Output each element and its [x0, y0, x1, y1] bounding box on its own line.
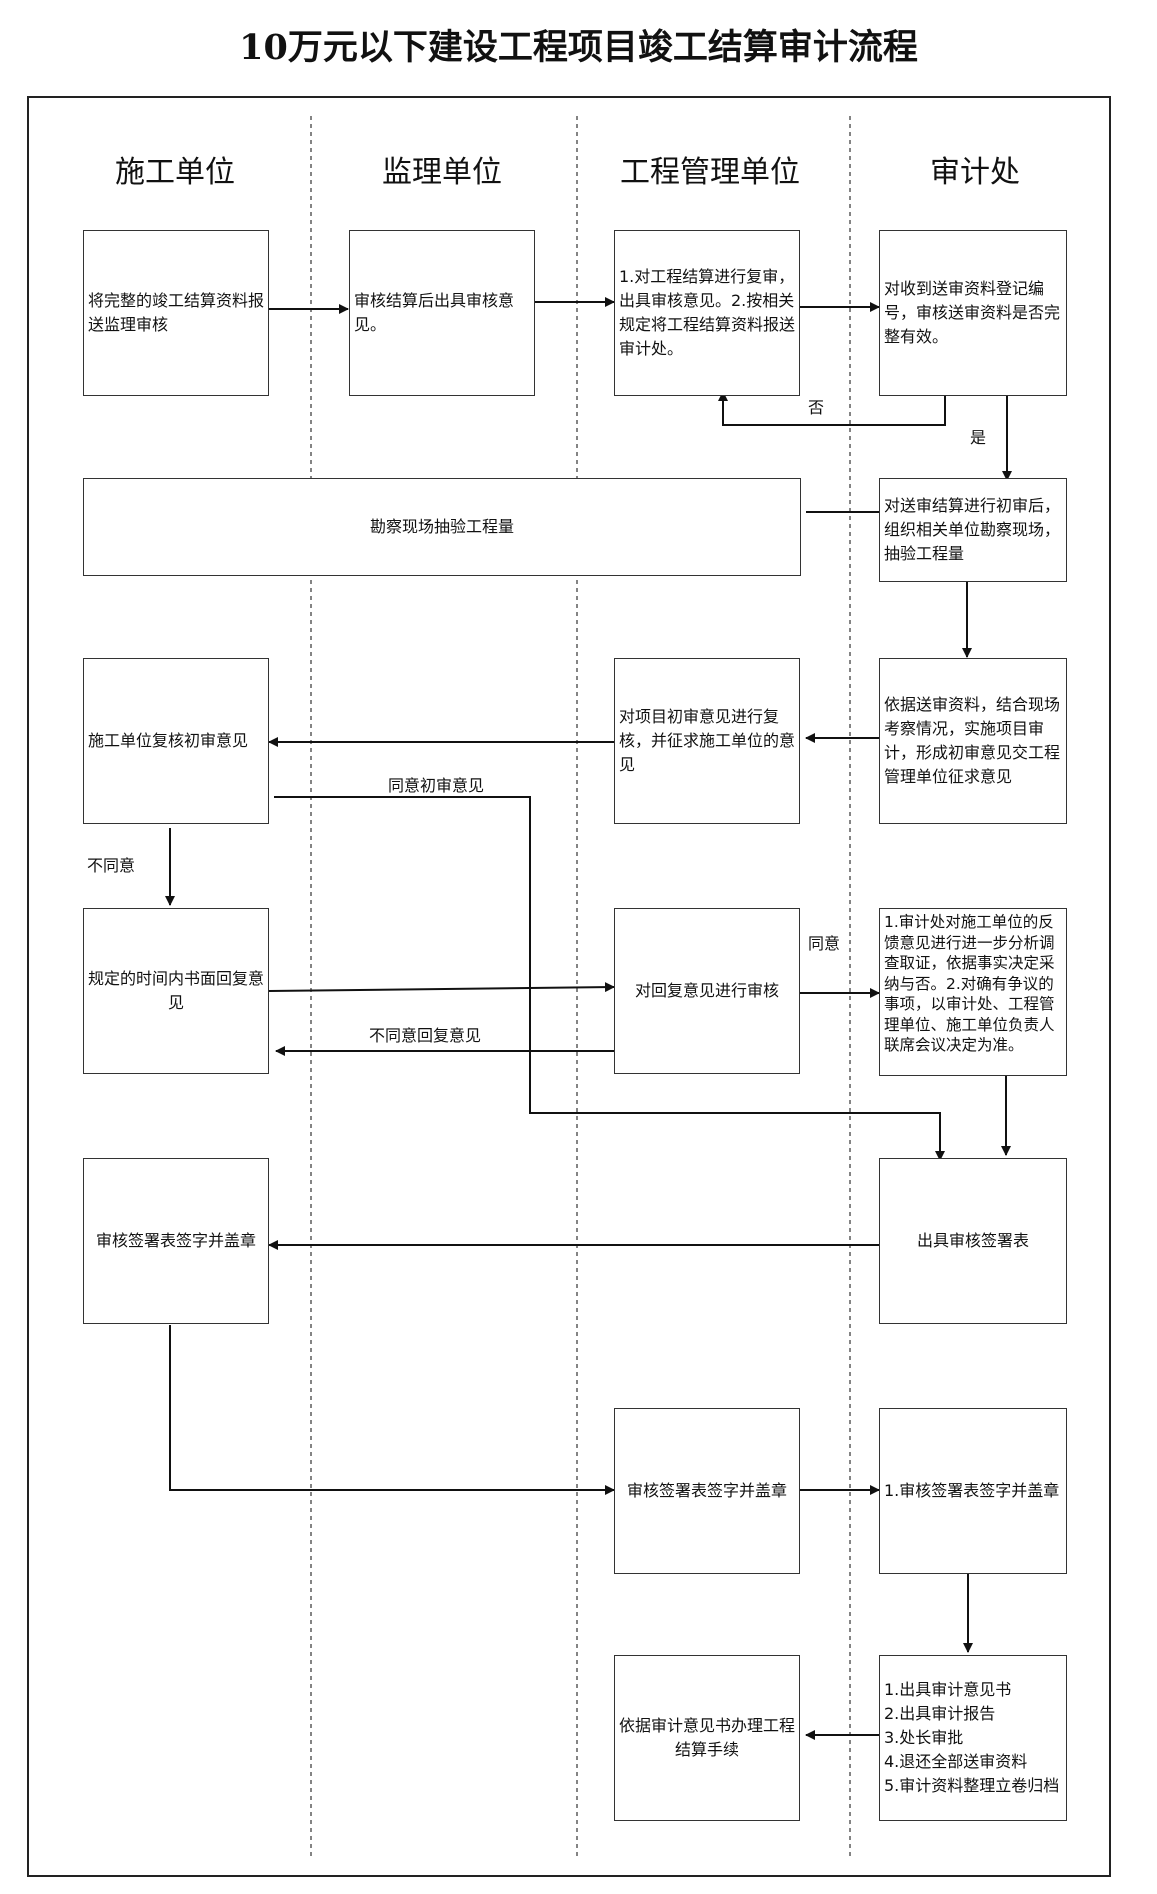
step-management-check-opinion: 对项目初审意见进行复核，并征求施工单位的意见	[614, 658, 800, 824]
lane-header-supervision-unit: 监理单位	[382, 155, 502, 190]
label-disagree: 不同意	[87, 856, 136, 875]
step-submit-settlement: 将完整的竣工结算资料报送监理审核	[83, 230, 269, 396]
step-contractor-sign-form: 审核签署表签字并盖章	[83, 1158, 269, 1324]
step-written-reply: 规定的时间内书面回复意见	[83, 908, 269, 1074]
label-agree-initial-opinion: 同意初审意见	[388, 776, 485, 795]
label-disagree-reply: 不同意回复意见	[369, 1026, 482, 1045]
connector	[268, 982, 615, 993]
step-supervision-review: 审核结算后出具审核意见。	[349, 230, 535, 396]
step-issue-review-form: 出具审核签署表	[879, 1158, 1067, 1324]
connector	[718, 391, 946, 426]
step-initial-audit: 对送审结算进行初审后，组织相关单位勘察现场，抽验工程量	[879, 478, 1067, 582]
label-yes: 是	[970, 428, 987, 447]
step-audit-register: 对收到送审资料登记编号，审核送审资料是否完整有效。	[879, 230, 1067, 396]
step-audit-sign-form: 1.审核签署表签字并盖章	[879, 1408, 1067, 1574]
connector	[169, 1325, 615, 1495]
step-audit-further-analysis: 1.审计处对施工单位的反馈意见进行进一步分析调查取证，依据事实决定采纳与否。2.…	[879, 908, 1067, 1076]
lane-header-construction-unit: 施工单位	[115, 155, 235, 190]
page-title: 10万元以下建设工程项目竣工结算审计流程	[239, 27, 918, 68]
step-site-inspection: 勘察现场抽验工程量	[83, 478, 801, 576]
step-review-reply: 对回复意见进行审核	[614, 908, 800, 1074]
step-management-sign-form: 审核签署表签字并盖章	[614, 1408, 800, 1574]
step-form-initial-opinion: 依据送审资料，结合现场考察情况，实施项目审计，形成初审意见交工程管理单位征求意见	[879, 658, 1067, 824]
label-agree: 同意	[808, 934, 841, 953]
diagram-frame	[27, 96, 1111, 1877]
step-issue-audit-report: 1.出具审计意见书 2.出具审计报告 3.处长审批 4.退还全部送审资料 5.审…	[879, 1655, 1067, 1821]
connector	[274, 796, 945, 1161]
lane-header-audit-office: 审计处	[930, 155, 1020, 190]
lane-header-project-management-unit: 工程管理单位	[620, 155, 800, 190]
step-contractor-check-opinion: 施工单位复核初审意见	[83, 658, 269, 824]
step-settlement-procedures: 依据审计意见书办理工程结算手续	[614, 1655, 800, 1821]
step-management-recheck: 1.对工程结算进行复审，出具审核意见。2.按相关规定将工程结算资料报送审计处。	[614, 230, 800, 396]
label-no: 否	[808, 398, 825, 417]
